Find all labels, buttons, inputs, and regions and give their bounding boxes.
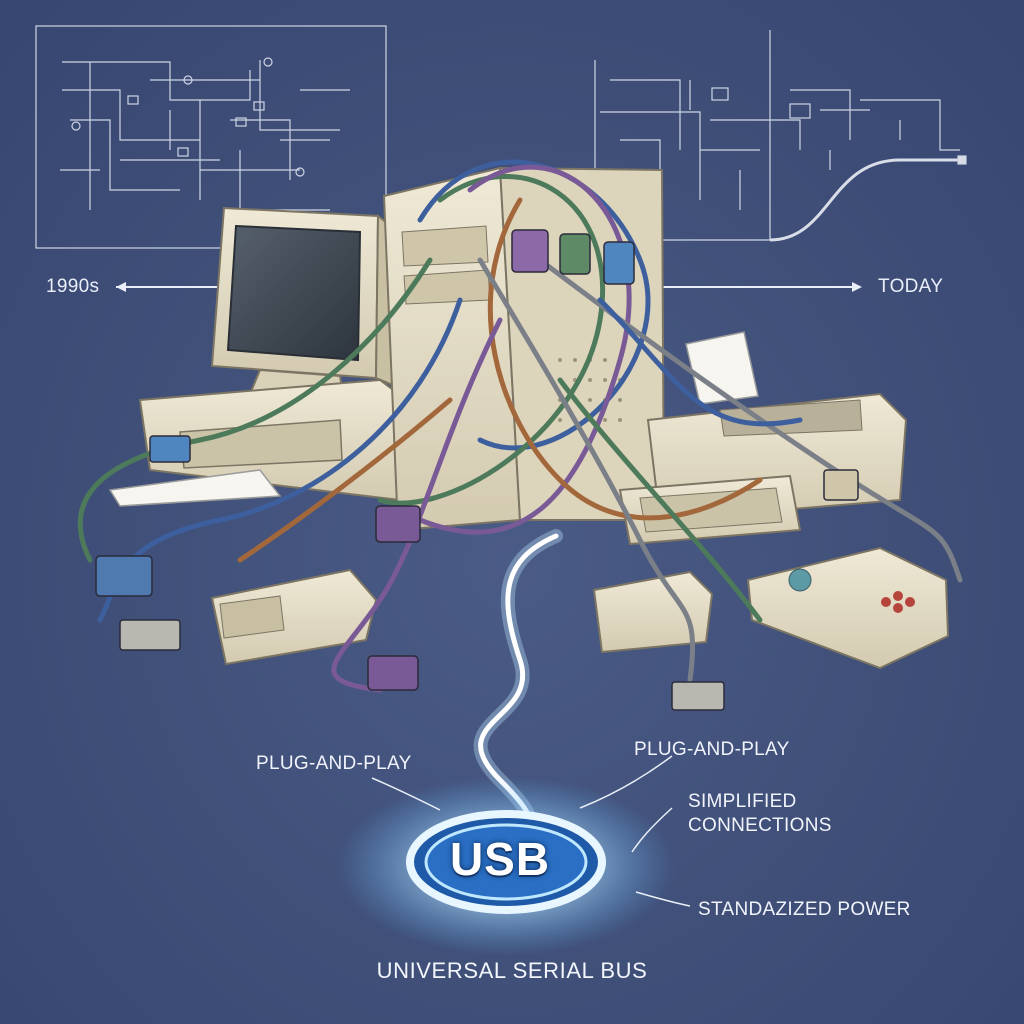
feature-simplified-line1: SIMPLIFIED — [688, 791, 797, 812]
zip-drive — [592, 570, 714, 654]
usb-logo — [336, 776, 676, 956]
timeline-end-label: TODAY — [878, 276, 944, 297]
feature-plug-and-play-right: PLUG-AND-PLAY — [634, 739, 790, 760]
timeline-start-label: 1990s — [46, 276, 100, 297]
connectors — [95, 229, 859, 711]
tangled-cables — [77, 159, 963, 693]
desktop-base — [108, 378, 422, 507]
caption-universal-serial-bus: UNIVERSAL SERIAL BUS — [376, 958, 648, 983]
drive-box — [210, 568, 378, 666]
callout-lines — [371, 755, 691, 907]
feature-standardized-power: STANDAZIZED POWER — [698, 899, 911, 920]
game-console — [746, 546, 950, 670]
feature-simplified-line2: CONNECTIONS — [688, 815, 832, 836]
keyboard — [618, 474, 802, 546]
usb-logo-text: USB — [449, 833, 551, 885]
schematic-left — [35, 25, 387, 249]
feature-plug-and-play-left: PLUG-AND-PLAY — [256, 753, 412, 774]
crt-monitor — [210, 206, 406, 402]
